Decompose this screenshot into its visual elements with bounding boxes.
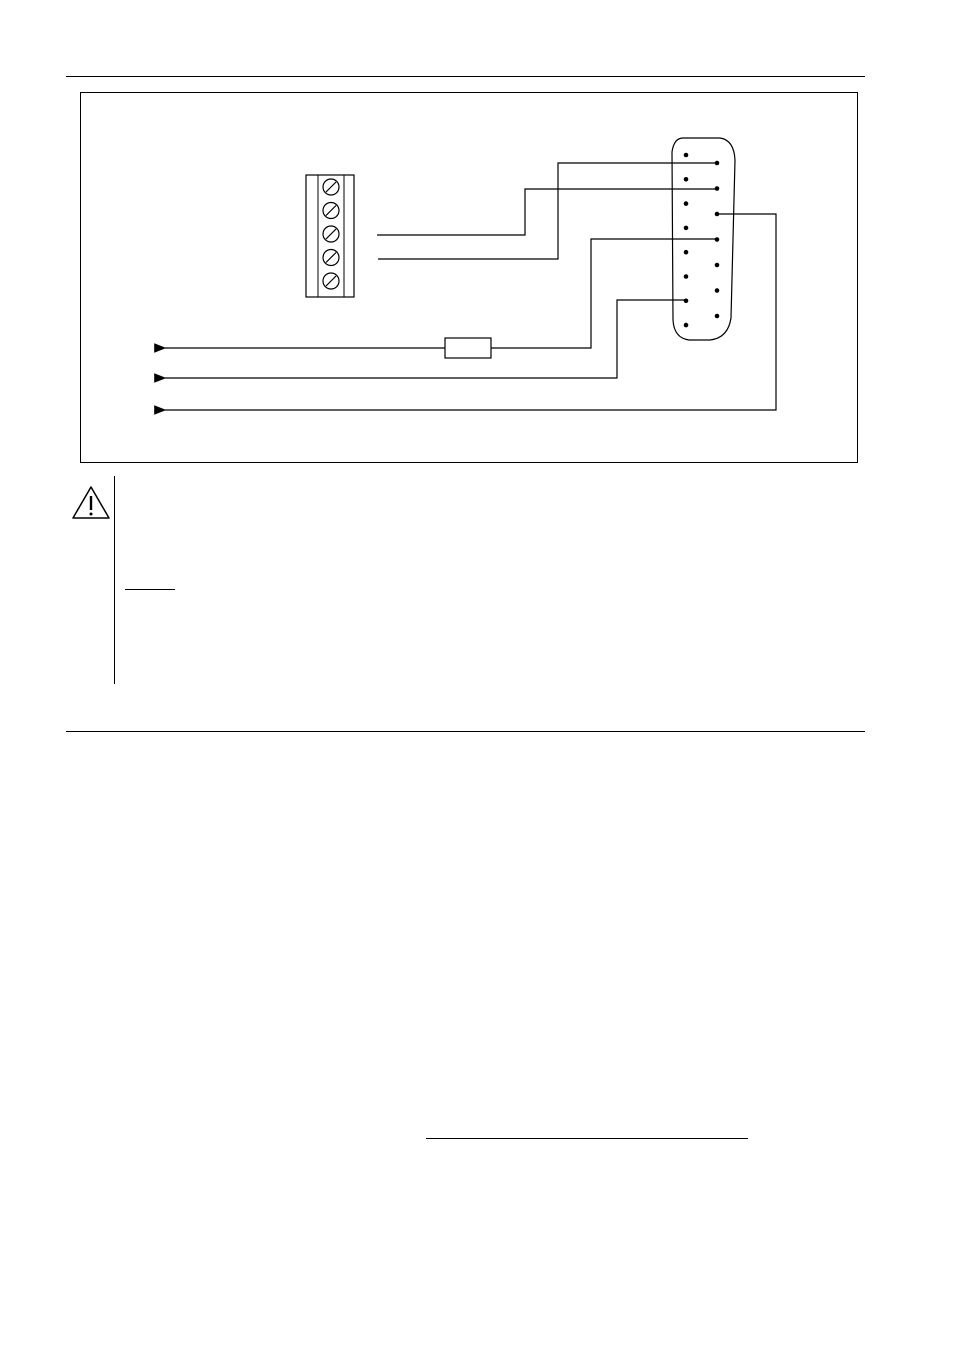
- connector-pin-right: [714, 313, 720, 319]
- note-underline: [125, 589, 175, 590]
- warning-triangle-icon: [72, 486, 110, 519]
- wire-output-2: [154, 299, 685, 383]
- connector-pin-left: [683, 225, 689, 231]
- wiring-diagram-frame: [80, 92, 858, 463]
- connector-pin-left: [683, 201, 689, 206]
- fuse-symbol: [444, 337, 492, 359]
- connector-pin-left: [683, 298, 689, 304]
- wire-terminal-to-pin-upper: [377, 188, 716, 236]
- terminal-screw: [322, 248, 340, 267]
- header-rule: [66, 76, 865, 77]
- connector-pin-left: [683, 152, 689, 158]
- wire-terminal-to-pin-top: [378, 162, 716, 260]
- connector-pin-left: [683, 274, 689, 279]
- terminal-screw: [322, 225, 340, 243]
- connector-pin-right: [714, 262, 720, 268]
- terminal-screw: [322, 201, 340, 220]
- connector-pin-right: [714, 160, 720, 166]
- signature-line: [426, 1138, 748, 1139]
- connector-pin-right: [714, 288, 720, 293]
- connector-pin-left: [683, 249, 689, 255]
- caution-side-rule: [114, 476, 115, 684]
- connector-pin-right: [714, 237, 720, 242]
- terminal-screw: [322, 178, 340, 196]
- terminal-screw: [322, 272, 340, 290]
- connector-pin-left: [683, 322, 689, 328]
- terminal-screws: [322, 178, 340, 290]
- wire-fused-output: [491, 238, 716, 349]
- connector-pin-left: [683, 177, 689, 182]
- connector-pin-right: [714, 211, 720, 217]
- wire-output-3: [154, 213, 777, 415]
- section-rule: [66, 731, 865, 732]
- connector-pin-right: [714, 186, 720, 191]
